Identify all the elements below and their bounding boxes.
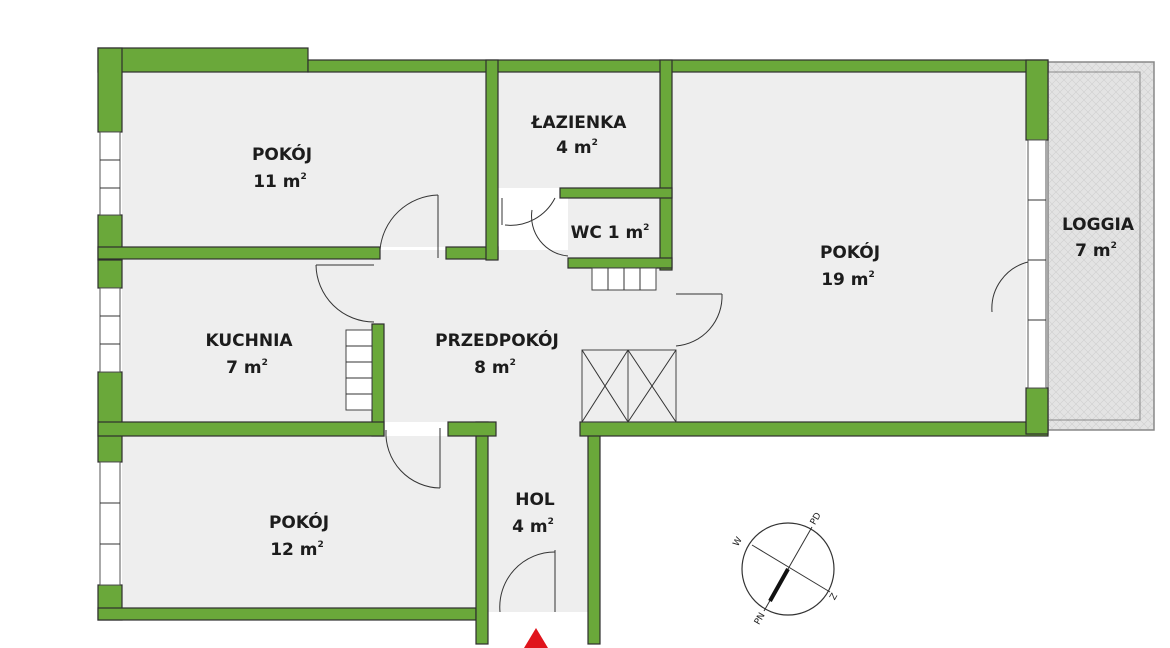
doors [315, 194, 1029, 613]
room-area-loggia: 7 m2 [1075, 241, 1117, 261]
room-area-przedpokoj: 8 m2 [474, 358, 516, 378]
compass-label-z: Z [828, 592, 840, 602]
compass-label-w: W [732, 536, 745, 549]
floor-areas [122, 61, 1155, 612]
compass-label-pd: PD [809, 511, 824, 527]
room-area-lazienka: 4 m2 [556, 138, 598, 158]
room-area-kuchnia: 7 m2 [226, 358, 268, 378]
room-name-pokoj-bottom: POKÓJ [269, 511, 329, 533]
loggia-floor [1047, 61, 1155, 431]
room-name-przedpokoj: PRZEDPOKÓJ [435, 329, 559, 351]
compass-label-pn: PN [753, 611, 768, 627]
room-name-pokoj-big: POKÓJ [820, 241, 880, 263]
room-label-wc: WC 1 m2 [571, 223, 650, 243]
room-area-pokoj-top: 11 m2 [253, 172, 307, 192]
walls [97, 47, 1049, 645]
room-area-hol: 4 m2 [512, 517, 554, 537]
room-name-loggia: LOGGIA [1062, 215, 1135, 235]
fixtures [345, 267, 677, 423]
room-name-kuchnia: KUCHNIA [205, 331, 293, 351]
room-area-pokoj-big: 19 m2 [821, 270, 875, 290]
room-name-pokoj-top: POKÓJ [252, 143, 312, 165]
room-name-lazienka: ŁAZIENKA [531, 113, 628, 133]
room-labels: POKÓJ 11 m2 ŁAZIENKA 4 m2 WC 1 m2 POKÓJ … [205, 113, 1134, 560]
windows [99, 131, 1047, 586]
entrance-arrow-icon [524, 628, 548, 648]
room-name-hol: HOL [515, 490, 555, 510]
room-area-pokoj-bottom: 12 m2 [270, 540, 324, 560]
compass-icon: W PD Z PN [732, 511, 840, 627]
